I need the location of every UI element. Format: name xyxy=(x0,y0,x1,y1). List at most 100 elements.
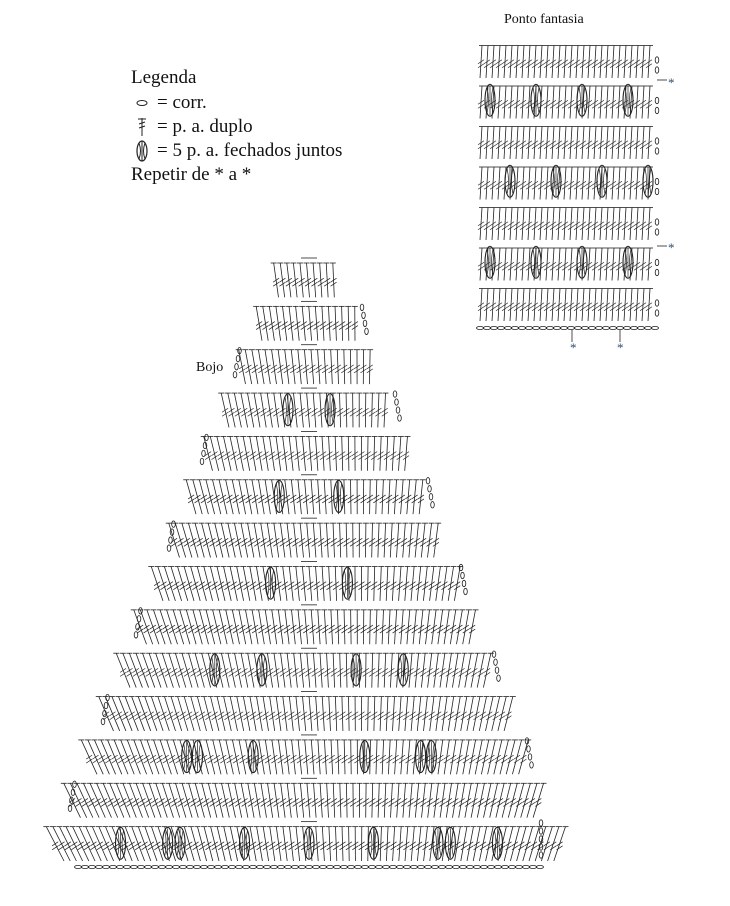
cluster-stitch xyxy=(181,740,193,774)
stitch-cross-mark xyxy=(405,758,412,764)
stitch-cross-mark xyxy=(75,798,82,803)
chain-stitch xyxy=(515,865,523,870)
chain-stitch xyxy=(403,865,411,870)
stitch-cross-mark xyxy=(396,845,404,851)
stitch-cross-mark xyxy=(405,624,412,630)
stitch-cross-mark xyxy=(196,802,204,807)
stitch-cross-mark xyxy=(567,306,575,312)
stitch-cross-mark xyxy=(366,498,374,504)
chain-stitch xyxy=(395,406,401,414)
cluster-stitch xyxy=(265,566,277,600)
stitch-cross-mark xyxy=(285,668,293,673)
stitch-cross-mark xyxy=(384,841,391,847)
cluster-stitch xyxy=(367,826,380,860)
stitch-cross-mark xyxy=(507,302,515,308)
stitch-cross-mark xyxy=(597,144,605,150)
stitch-cross-mark xyxy=(177,798,184,803)
stitch-cross-mark xyxy=(230,581,237,586)
stitch-cross-mark xyxy=(181,624,189,630)
stitch-cross-mark xyxy=(358,451,365,456)
stitch-cross-mark xyxy=(213,498,220,504)
stitch-cross-mark xyxy=(294,585,301,590)
stitch-cross-mark xyxy=(202,672,210,677)
stitch-cross-mark xyxy=(287,455,295,460)
stitch-cross-mark xyxy=(375,798,382,803)
stitch-cross-mark xyxy=(294,325,301,330)
stitch-cross-mark xyxy=(639,144,647,150)
stitch-cross-mark xyxy=(464,668,472,673)
stitch-cross-mark xyxy=(266,407,273,413)
chain-stitch xyxy=(103,701,109,710)
stitch-cross-mark xyxy=(445,672,453,677)
chain-stitch xyxy=(487,865,495,870)
stitch-cross-mark xyxy=(232,628,240,634)
stitch-cross-mark xyxy=(396,451,403,456)
stitch-cross-mark xyxy=(205,581,212,586)
stitch-cross-mark xyxy=(567,103,575,109)
stitch-cross-mark xyxy=(555,302,563,308)
stitch-cross-mark xyxy=(213,758,221,764)
stitch-cross-mark xyxy=(347,364,354,370)
stitch-cross-mark xyxy=(237,711,244,717)
stitch-cross-mark xyxy=(202,542,210,547)
stitch-cross-mark xyxy=(241,538,248,543)
stitch-cross-mark xyxy=(264,368,271,374)
stitch-cross-mark xyxy=(645,63,653,69)
stitch-cross-mark xyxy=(117,758,125,764)
stitch-cross-mark xyxy=(122,715,129,721)
stitch-cross-mark xyxy=(220,754,227,760)
stitch-cross-mark xyxy=(241,411,248,417)
stitch-cross-mark xyxy=(300,711,308,717)
stitch-cross-mark xyxy=(190,538,197,543)
stitch-cross-mark xyxy=(262,711,269,717)
stitch-cross-mark xyxy=(481,754,489,760)
stitch-cross-mark xyxy=(390,581,397,586)
stitch-cross-mark xyxy=(585,221,593,227)
stitch-cross-mark xyxy=(183,798,191,803)
stitch-cross-mark xyxy=(326,711,333,717)
chain-stitch xyxy=(546,325,554,330)
chain-stitch xyxy=(200,865,208,870)
stitch-cross-mark xyxy=(268,451,276,456)
stitch-cross-mark xyxy=(298,407,305,413)
stitch-cross-mark xyxy=(198,715,206,721)
stitch-cross-mark xyxy=(249,451,257,456)
stitch-cross-mark xyxy=(375,542,382,547)
stitch-cross-mark xyxy=(390,845,397,851)
stitch-cross-mark xyxy=(273,802,280,807)
stitch-cross-mark xyxy=(483,144,491,150)
stitch-cross-mark xyxy=(432,542,440,547)
stitch-cross-mark xyxy=(525,63,533,69)
stitch-cross-mark xyxy=(300,585,308,590)
stitch-cross-mark xyxy=(58,845,65,851)
stitch-cross-mark xyxy=(236,451,244,456)
stitch-cross-mark xyxy=(219,494,227,500)
chain-stitch xyxy=(654,268,660,277)
stitch-cross-mark xyxy=(394,798,402,803)
stitch-cross-mark xyxy=(368,672,376,677)
stitch-cross-mark xyxy=(332,581,340,586)
stitch-cross-mark xyxy=(434,581,442,586)
stitch-cross-mark xyxy=(456,754,463,760)
stitch-cross-mark xyxy=(507,59,515,65)
stitch-cross-mark xyxy=(561,103,569,109)
stitch-cross-mark xyxy=(452,668,459,673)
chain-stitch xyxy=(538,843,544,851)
chain-stitch xyxy=(602,325,610,330)
stitch-cross-mark xyxy=(166,711,174,717)
stitch-cross-mark xyxy=(561,225,569,231)
stitch-cross-mark xyxy=(439,668,446,673)
stitch-cross-mark xyxy=(567,63,575,69)
stitch-cross-mark xyxy=(507,265,515,271)
stitch-cross-mark xyxy=(285,672,293,677)
stitch-cross-mark xyxy=(555,59,563,65)
stitch-cross-mark xyxy=(243,715,250,721)
chain-stitch xyxy=(354,865,362,870)
stitch-cross-mark xyxy=(543,221,551,227)
stitch-cross-mark xyxy=(489,59,497,65)
stitch-cross-mark xyxy=(200,494,208,500)
stitch-cross-mark xyxy=(226,494,233,500)
stitch-cross-mark xyxy=(281,321,288,326)
stitch-cross-mark xyxy=(403,841,410,847)
stitch-cross-mark xyxy=(407,802,414,807)
